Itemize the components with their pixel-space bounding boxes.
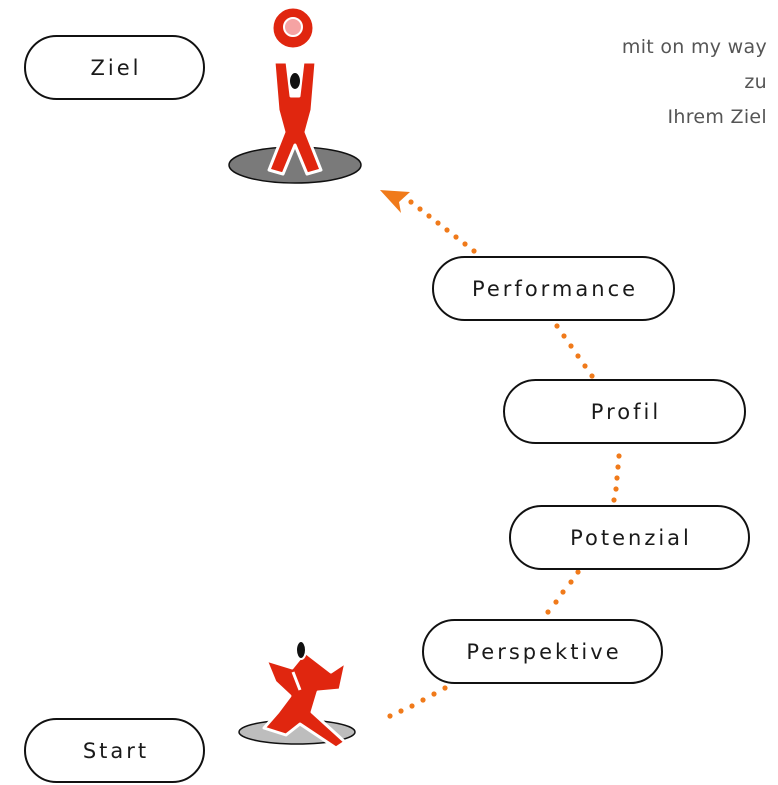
tagline-line-2: zu xyxy=(744,71,767,93)
step-profil-button[interactable]: Profil xyxy=(503,379,746,444)
tagline-line-1: mit on my way xyxy=(621,36,767,58)
step-start-button[interactable]: Start xyxy=(24,718,205,783)
step-potenzial-button[interactable]: Potenzial xyxy=(509,505,750,570)
arrow-head-icon xyxy=(380,190,410,213)
step-ziel-button[interactable]: Ziel xyxy=(24,35,205,100)
step-perspektive-button[interactable]: Perspektive xyxy=(422,619,663,684)
tagline: mit on my way zu Ihrem Ziel xyxy=(622,30,767,135)
tagline-line-3: Ihrem Ziel xyxy=(667,106,767,128)
step-performance-button[interactable]: Performance xyxy=(432,256,675,321)
